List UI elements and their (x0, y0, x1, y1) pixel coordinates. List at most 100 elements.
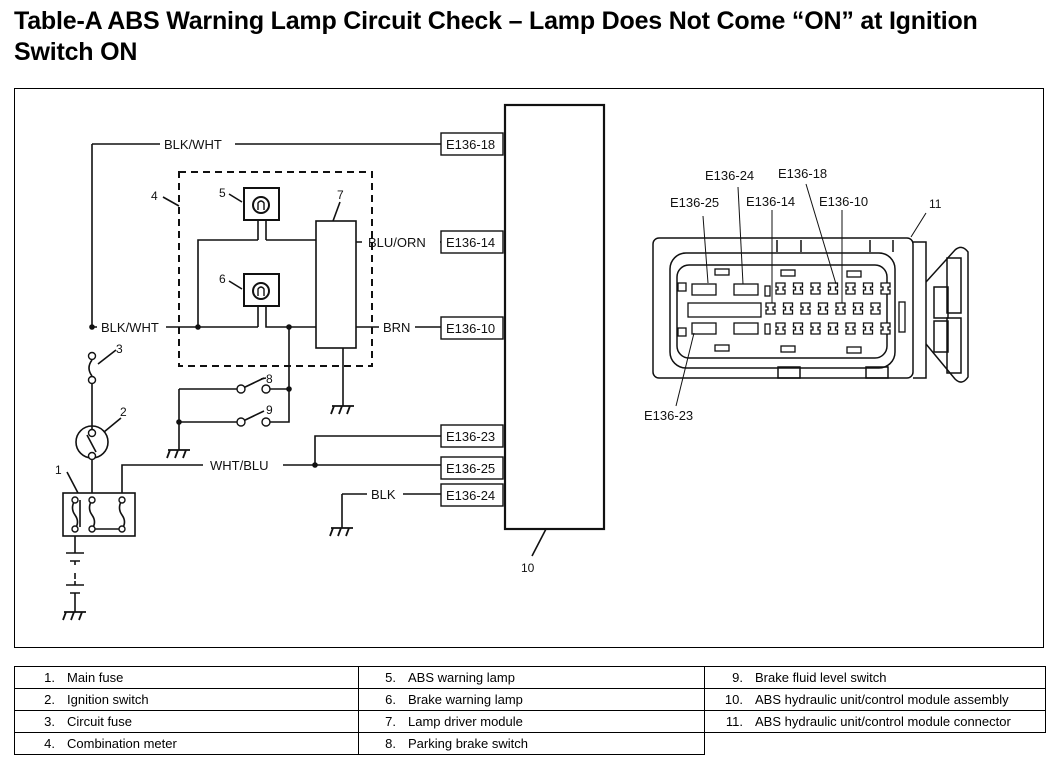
connector-terminal-pin (792, 282, 804, 295)
pin-long (898, 301, 906, 333)
connector-label-e136-25: E136-25 (670, 195, 719, 210)
callout-4-leader (162, 196, 180, 207)
junction-dot (195, 324, 201, 330)
lamp5-leads (257, 220, 267, 240)
connector-terminal-pin (880, 322, 891, 335)
main-fuse-box (62, 492, 136, 537)
connector-terminal-pin (817, 302, 829, 315)
leader-e136-23 (675, 332, 695, 407)
terminal-box-e24 (440, 483, 504, 507)
terminal-e136-23: E136-23 (446, 429, 495, 444)
callout-8-leader (260, 377, 267, 380)
wire-label-brn: BRN (383, 320, 410, 335)
connector-terminal-pin (835, 302, 846, 315)
mainfuse-t4 (88, 525, 96, 533)
legend-item: 3.Circuit fuse (14, 710, 359, 733)
junction-dot (176, 419, 182, 425)
ign-terminal-top (87, 428, 97, 438)
callout-6-leader (228, 280, 243, 290)
terminal-e136-10: E136-10 (446, 321, 495, 336)
connector-terminal-pin (880, 282, 891, 295)
callout-7: 7 (337, 188, 344, 202)
connector-terminal-pin (800, 302, 811, 315)
battery-symbol (66, 536, 84, 612)
callout-3: 3 (116, 342, 123, 356)
pin-slot (846, 270, 862, 278)
legend-item: 4.Combination meter (14, 732, 359, 755)
callout-8: 8 (266, 372, 273, 386)
connector-label-e136-14: E136-14 (746, 194, 795, 209)
pin-small (764, 285, 771, 297)
junction-dot (286, 324, 292, 330)
callout-5-leader (228, 193, 243, 203)
ground-icon (166, 449, 190, 459)
terminal-box-e10 (440, 316, 504, 340)
wire-label-wht-blu: WHT/BLU (210, 458, 269, 473)
switch9-terminal-right (261, 417, 271, 427)
mainfuse-t3 (88, 496, 96, 504)
wire-wht-blu (121, 464, 443, 493)
connector-label-e136-23: E136-23 (644, 408, 693, 423)
connector-label-e136-24: E136-24 (705, 168, 754, 183)
fuse3-terminal-bottom (87, 375, 97, 385)
mainfuse-t6 (118, 525, 126, 533)
connector-bottom-tab (777, 366, 801, 379)
junction-dot (89, 324, 95, 330)
terminal-e136-24: E136-24 (446, 488, 495, 503)
junction-dot (286, 386, 292, 392)
pin-slot (714, 268, 730, 276)
lamp5-filament (257, 200, 265, 210)
pin-slot (846, 346, 862, 354)
terminal-e136-14: E136-14 (446, 235, 495, 250)
legend-item: 9.Brake fluid level switch (704, 666, 1046, 689)
legend-item: 7.Lamp driver module (358, 710, 705, 733)
legend-row: 3.Circuit fuse 7.Lamp driver module 11.A… (14, 710, 1046, 733)
diagram-frame (14, 88, 1044, 648)
switch9-terminal-left (236, 417, 246, 427)
wire-label-blu-orn: BLU/ORN (368, 235, 426, 250)
switch8-terminal-right (261, 384, 271, 394)
connector-terminal-pin (810, 282, 821, 295)
connector-latch-slot (933, 286, 949, 319)
ground-icon (330, 405, 354, 415)
leader-11 (910, 212, 927, 238)
page-title: Table-A ABS Warning Lamp Circuit Check –… (14, 7, 978, 66)
legend-item: 2.Ignition switch (14, 688, 359, 711)
callout-2: 2 (120, 405, 127, 419)
lamp-driver-module-box (315, 220, 357, 349)
junction-dot (312, 462, 318, 468)
ground-icon (62, 611, 86, 621)
connector-terminal-pin (810, 322, 821, 335)
lamp6-filament (257, 286, 265, 296)
terminal-e136-25: E136-25 (446, 461, 495, 476)
wire-label-blk-wht-mid: BLK/WHT (101, 320, 159, 335)
leader-e136-25 (702, 215, 709, 284)
connector-terminal-pin (792, 322, 804, 335)
terminal-box-e18 (440, 132, 504, 156)
legend-item: 8.Parking brake switch (358, 732, 705, 755)
legend-item: 1.Main fuse (14, 666, 359, 689)
switch-blades (240, 377, 265, 423)
ign-terminal-bottom (87, 451, 97, 461)
pin-large-bar (687, 302, 762, 318)
legend-item: 11.ABS hydraulic unit/control module con… (704, 710, 1046, 733)
fuse3-terminal-top (87, 351, 97, 361)
pin-large (733, 322, 759, 335)
switch8-terminal-left (236, 384, 246, 394)
connector-terminal-pin (782, 302, 794, 315)
connector-terminal-pin (845, 322, 856, 335)
connector-label-e136-18: E136-18 (778, 166, 827, 181)
mainfuse-t1 (71, 496, 79, 504)
connector-terminal-pin (765, 302, 776, 315)
legend-empty-cell (704, 732, 1046, 755)
connector-label-e136-10: E136-10 (819, 194, 868, 209)
connector-terminal-pin (852, 302, 864, 315)
callout-3-leader (97, 349, 117, 365)
wire-e23-branch (314, 435, 443, 465)
connector-terminal-pin (775, 322, 786, 335)
callout-4: 4 (151, 189, 158, 203)
connector-terminal-pin (775, 282, 786, 295)
terminal-box-e23 (440, 424, 504, 448)
pin-slot (780, 269, 796, 277)
wire-switch9-right (267, 389, 290, 423)
